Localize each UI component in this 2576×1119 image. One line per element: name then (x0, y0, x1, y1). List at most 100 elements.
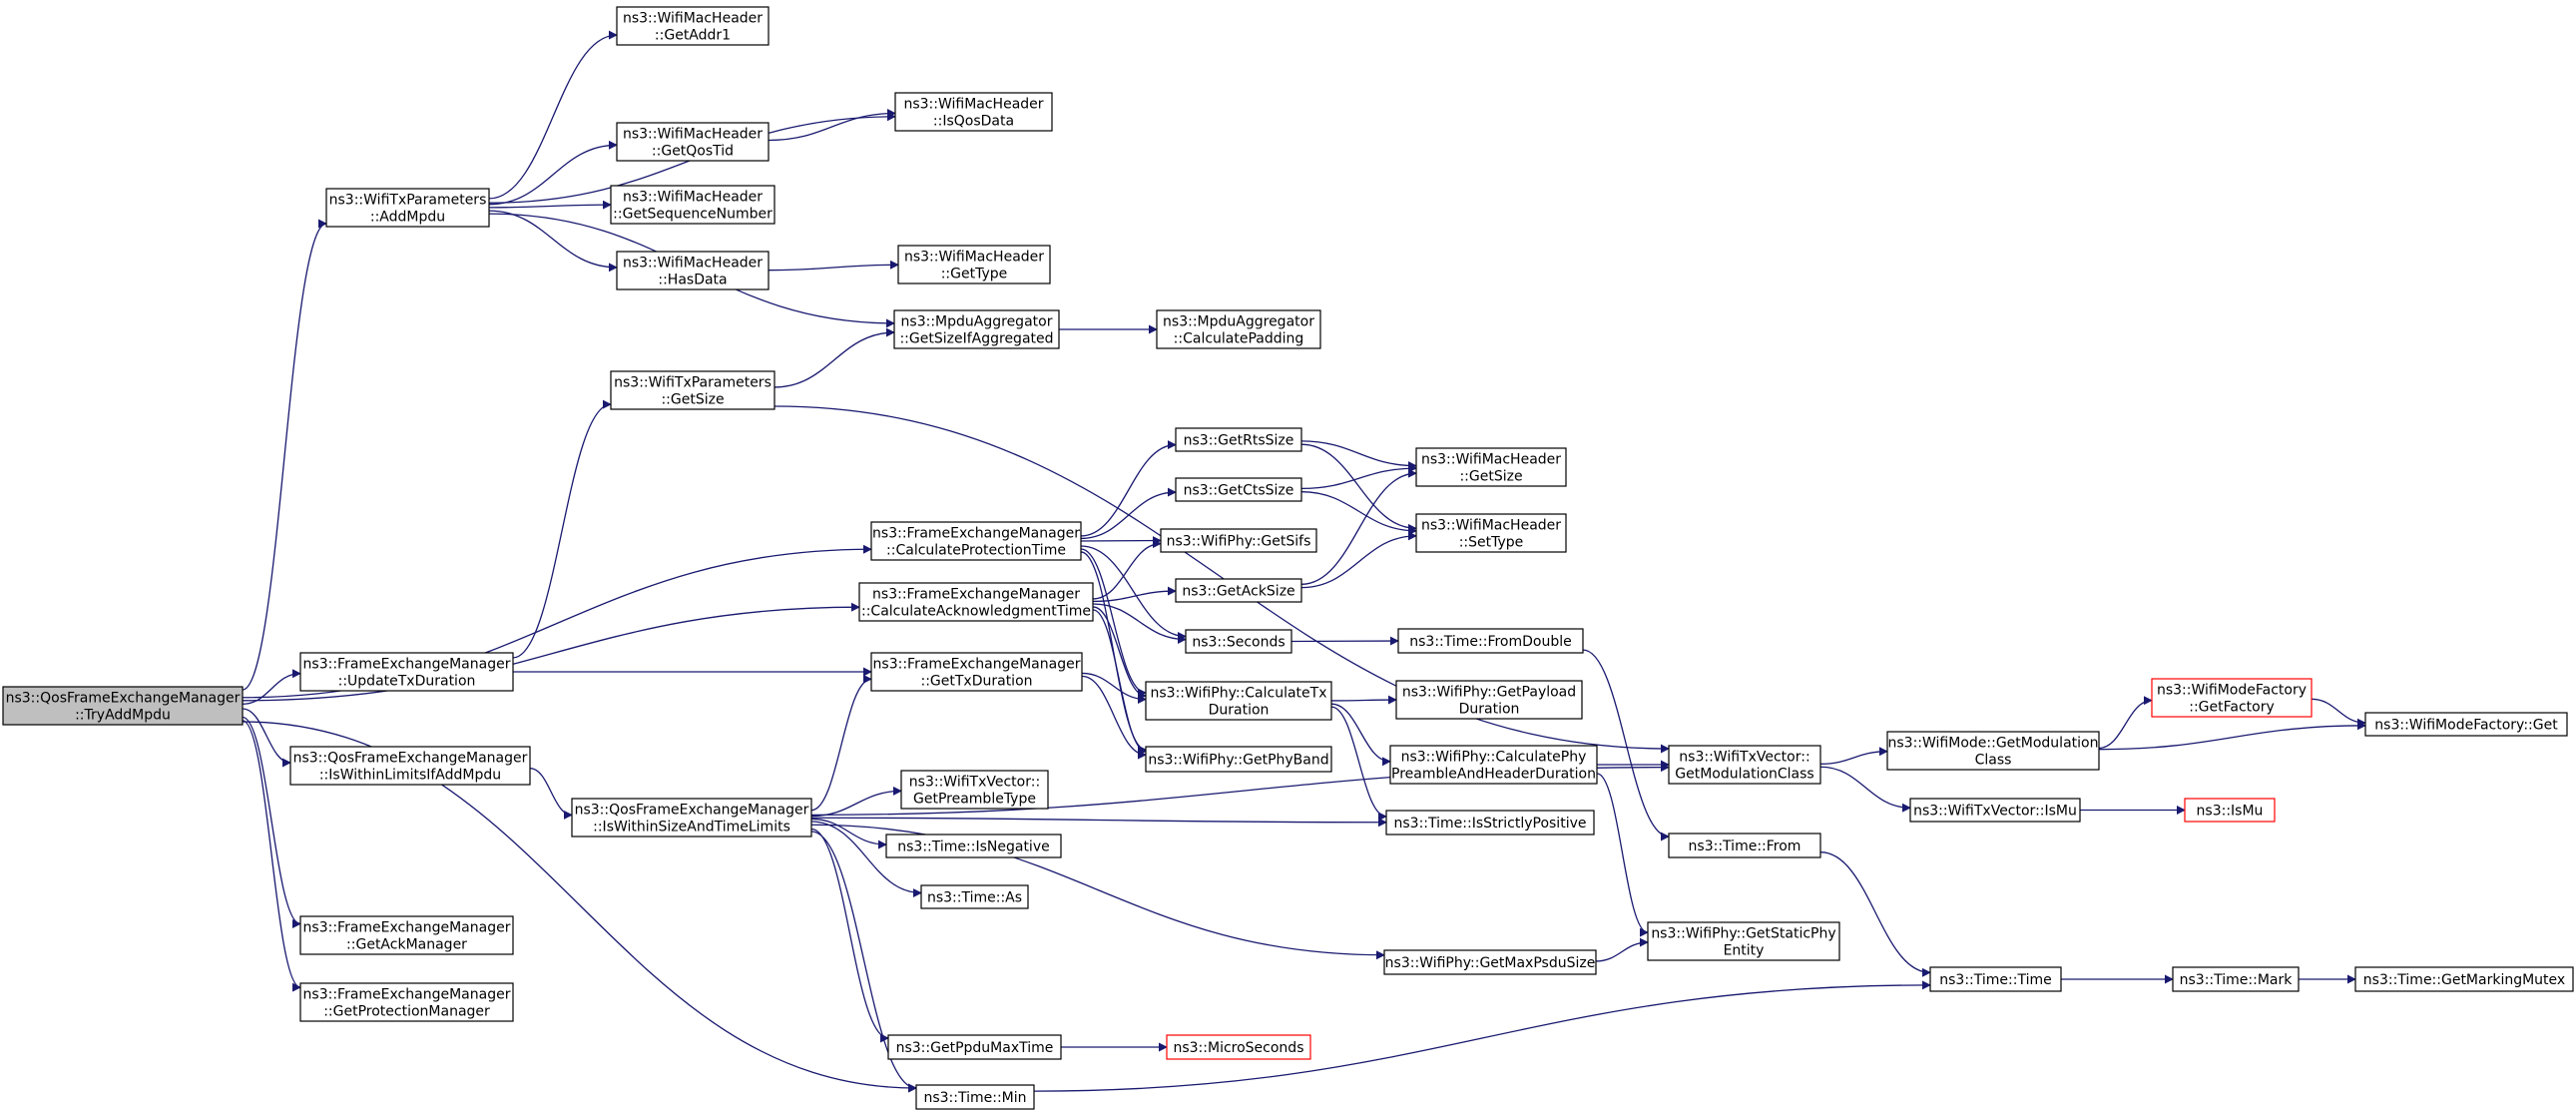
node-label: ns3::QosFrameExchangeManager (575, 803, 809, 819)
node-hdr_hasdata[interactable]: ns3::WifiMacHeader::HasData (616, 251, 770, 290)
node-time_isstrictlypos[interactable]: ns3::Time::IsStrictlyPositive (1385, 810, 1595, 836)
node-fem_getprotmgr[interactable]: ns3::FrameExchangeManager::GetProtection… (299, 982, 514, 1022)
node-hdr_getqostid[interactable]: ns3::WifiMacHeader::GetQosTid (616, 122, 770, 162)
node-getppdumaxtime[interactable]: ns3::GetPpduMaxTime (887, 1034, 1062, 1060)
node-hdr_getseqnum[interactable]: ns3::WifiMacHeader::GetSequenceNumber (610, 185, 775, 225)
node-label: ::GetSize (661, 392, 724, 408)
node-hdr_gettype[interactable]: ns3::WifiMacHeader::GetType (897, 245, 1051, 284)
node-ismu[interactable]: ns3::IsMu (2184, 798, 2276, 823)
node-time_as[interactable]: ns3::Time::As (920, 884, 1029, 909)
node-mode_getmodclass[interactable]: ns3::WifiMode::GetModulationClass (1886, 731, 2100, 771)
node-qfem_iswithinlimitsifadd[interactable]: ns3::QosFrameExchangeManager::IsWithinLi… (289, 746, 531, 786)
node-box (858, 582, 1094, 622)
node-box (1415, 447, 1567, 487)
node-phy_getphyband[interactable]: ns3::WifiPhy::GetPhyBand (1145, 746, 1332, 773)
node-box (1647, 921, 1840, 961)
node-txv_getpreambletype[interactable]: ns3::WifiTxVector::GetPreambleType (900, 770, 1049, 810)
node-qfem_iswithinsizetime[interactable]: ns3::QosFrameExchangeManager::IsWithinSi… (571, 798, 812, 838)
node-fem_updatetxdur[interactable]: ns3::FrameExchangeManager::UpdateTxDurat… (299, 652, 514, 692)
edge-fem_calcack-to-phy_getsifs (1092, 539, 1162, 600)
node-label: PreambleAndHeaderDuration (1391, 767, 1596, 783)
node-time_from[interactable]: ns3::Time::From (1668, 833, 1821, 858)
node-getctssize[interactable]: ns3::GetCtsSize (1175, 477, 1302, 502)
node-label: GetModulationClass (1675, 767, 1813, 783)
node-agg_calcpadding[interactable]: ns3::MpduAggregator::CalculatePadding (1156, 309, 1321, 349)
edge-tryaddmpdu-to-fem_updatetxdur (242, 669, 301, 705)
node-label: ::IsQosData (933, 114, 1014, 130)
node-label: ::UpdateTxDuration (338, 674, 476, 690)
node-box (299, 915, 514, 955)
node-label: ns3::Time::As (927, 890, 1022, 906)
node-agg_getsizeifagg[interactable]: ns3::MpduAggregator::GetSizeIfAggregated (893, 309, 1060, 349)
node-box (1395, 680, 1583, 720)
node-fem_gettxdur[interactable]: ns3::FrameExchangeManager::GetTxDuration (870, 652, 1083, 692)
edge-time_from-to-time_time (1819, 851, 1931, 977)
node-fem_calcprot[interactable]: ns3::FrameExchangeManager::CalculateProt… (870, 521, 1082, 561)
node-fem_getackmgr[interactable]: ns3::FrameExchangeManager::GetAckManager (299, 915, 514, 955)
node-box (1175, 578, 1302, 603)
edge-tryaddmpdu-to-qfem_iswithinlimitsifadd (242, 708, 291, 768)
edge-tryaddmpdu-to-time_min (242, 721, 917, 1093)
node-hdr_getsize[interactable]: ns3::WifiMacHeader::GetSize (1415, 447, 1567, 487)
edge-txp_addmpdu-to-hdr_getaddr1 (488, 30, 618, 200)
node-label: ns3::Time::FromDouble (1409, 634, 1572, 650)
node-time_getmarkingmutex[interactable]: ns3::Time::GetMarkingMutex (2354, 966, 2574, 992)
node-box (289, 746, 531, 786)
edge-getacksize-to-hdr_getsize (1300, 468, 1417, 585)
edge-fem_calcprot-to-getctssize (1080, 487, 1177, 540)
node-phy_getsifs[interactable]: ns3::WifiPhy::GetSifs (1160, 528, 1317, 553)
node-time_isnegative[interactable]: ns3::Time::IsNegative (885, 834, 1062, 858)
node-modefactory_getfactory[interactable]: ns3::WifiModeFactory::GetFactory (2151, 678, 2313, 718)
node-label: ::HasData (658, 273, 727, 288)
node-box (2184, 798, 2276, 823)
node-box (1166, 1034, 1311, 1060)
node-label: ns3::GetAckSize (1182, 584, 1294, 600)
node-hdr_settype[interactable]: ns3::WifiMacHeader::SetType (1415, 513, 1567, 553)
node-hdr_isqosdata[interactable]: ns3::WifiMacHeader::IsQosData (894, 92, 1053, 132)
node-box (1929, 966, 2062, 992)
edge-fem_updatetxdur-to-txp_getsize (512, 399, 612, 659)
node-box (1668, 745, 1821, 785)
node-getacksize[interactable]: ns3::GetAckSize (1175, 578, 1302, 603)
node-box (1385, 810, 1595, 836)
node-box (920, 884, 1029, 909)
node-txv_ismu[interactable]: ns3::WifiTxVector::IsMu (1909, 798, 2081, 823)
node-txv_getmodclass[interactable]: ns3::WifiTxVector::GetModulationClass (1668, 745, 1821, 785)
node-box (2, 686, 244, 726)
node-box (2354, 966, 2574, 992)
node-label: ns3::MpduAggregator (1163, 314, 1314, 330)
node-label: ns3::MicroSeconds (1173, 1040, 1303, 1056)
node-time_fromdouble[interactable]: ns3::Time::FromDouble (1397, 628, 1584, 654)
node-modefactory_get[interactable]: ns3::WifiModeFactory::Get (2364, 712, 2568, 737)
node-txp_addmpdu[interactable]: ns3::WifiTxParameters::AddMpdu (325, 188, 490, 228)
node-label: ns3::WifiMacHeader (623, 190, 763, 206)
edge-txp_addmpdu-to-hdr_hasdata (488, 210, 618, 273)
node-phy_calcpreamble[interactable]: ns3::WifiPhy::CalculatePhyPreambleAndHea… (1389, 745, 1598, 785)
edge-mode_getmodclass-to-modefactory_get (2098, 721, 2366, 751)
node-phy_getmaxpsdu[interactable]: ns3::WifiPhy::GetMaxPsduSize (1383, 949, 1597, 975)
node-box (325, 188, 490, 228)
node-time_time[interactable]: ns3::Time::Time (1929, 966, 2062, 992)
node-label: ns3::QosFrameExchangeManager (6, 691, 241, 707)
node-fem_calcack[interactable]: ns3::FrameExchangeManager::CalculateAckn… (858, 582, 1094, 622)
edge-phy_calctxdur-to-phy_getpayloaddur (1330, 695, 1397, 705)
node-txp_getsize[interactable]: ns3::WifiTxParameters::GetSize (610, 370, 775, 410)
edge-qfem_iswithinsizetime-to-phy_getmaxpsdu (810, 824, 1385, 960)
node-box (299, 982, 514, 1022)
node-seconds[interactable]: ns3::Seconds (1185, 629, 1292, 654)
node-hdr_getaddr1[interactable]: ns3::WifiMacHeader::GetAddr1 (616, 6, 770, 46)
node-label: ::IsWithinSizeAndTimeLimits (593, 820, 790, 836)
node-microseconds[interactable]: ns3::MicroSeconds (1166, 1034, 1311, 1060)
node-time_mark[interactable]: ns3::Time::Mark (2172, 966, 2300, 992)
node-label: ns3::GetPpduMaxTime (896, 1040, 1054, 1056)
node-label: ns3::WifiTxVector:: (909, 775, 1040, 791)
node-getrtssize[interactable]: ns3::GetRtsSize (1175, 427, 1302, 452)
edge-fem_calcack-to-phy_calctxdur (1092, 606, 1147, 701)
node-box (1668, 833, 1821, 858)
node-time_min[interactable]: ns3::Time::Min (915, 1084, 1035, 1110)
node-box (915, 1084, 1035, 1110)
